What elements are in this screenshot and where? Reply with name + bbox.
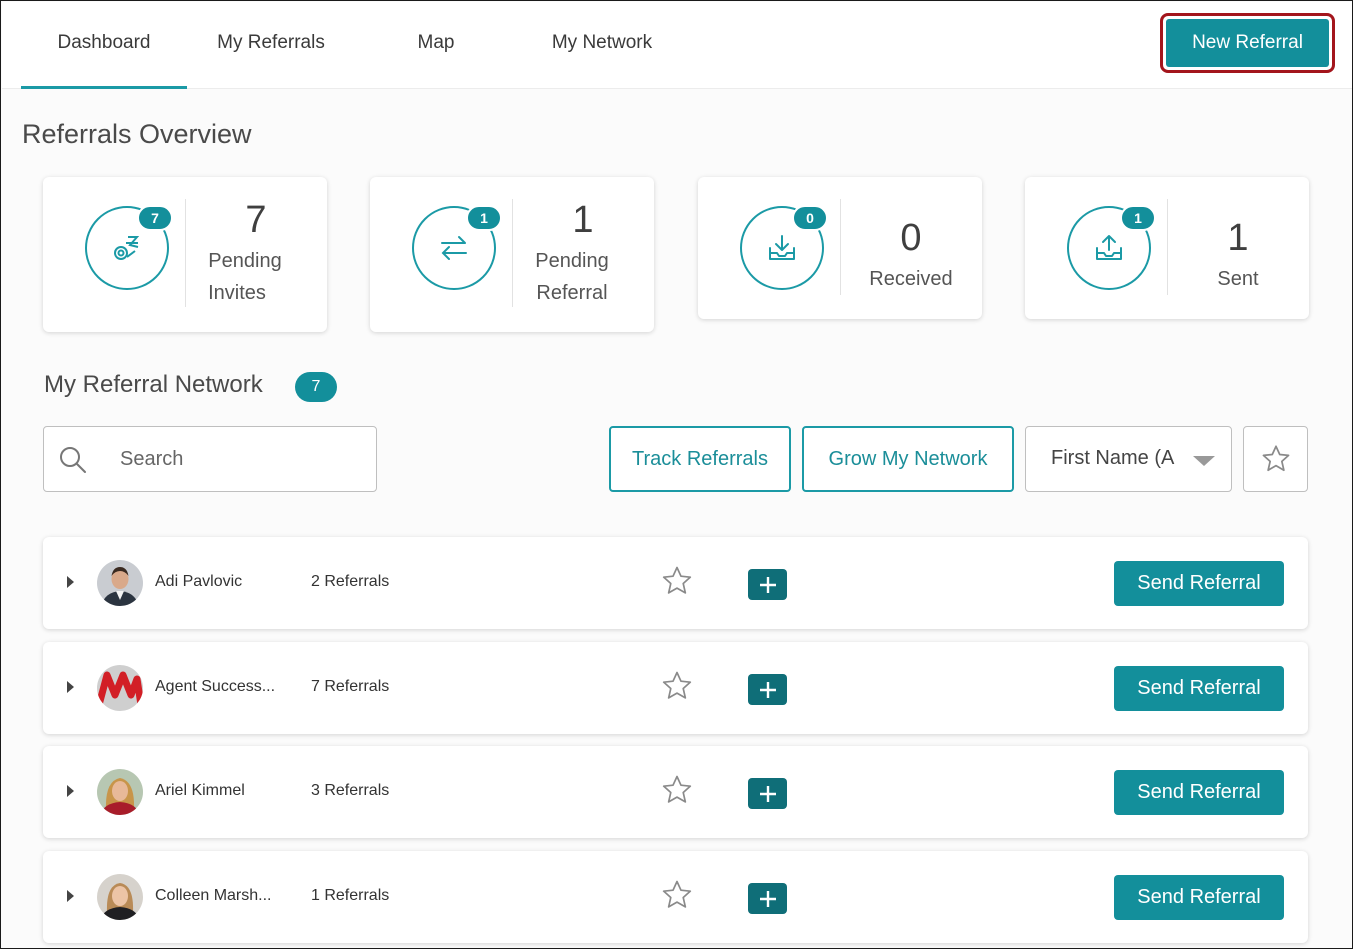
tab-my-network[interactable]: My Network: [551, 32, 653, 53]
network-row: Agent Success... 7 Referrals Send Referr…: [43, 642, 1308, 734]
inbox-download-icon: [740, 206, 824, 290]
stat-card-pending-invites[interactable]: 7 7 Pending Invites: [43, 177, 327, 332]
plus-icon: [759, 785, 776, 802]
sort-dropdown-value: First Name (A: [1051, 447, 1175, 469]
received-badge: 0: [792, 205, 828, 231]
sent-badge: 1: [1120, 205, 1156, 231]
received-count: 0: [900, 217, 922, 259]
new-referral-button[interactable]: New Referral: [1166, 19, 1329, 67]
add-button[interactable]: [748, 778, 787, 809]
avatar: [97, 665, 143, 711]
favorite-star-icon[interactable]: [659, 878, 695, 912]
tab-dashboard[interactable]: Dashboard: [21, 2, 187, 89]
sort-dropdown[interactable]: First Name (A: [1025, 426, 1232, 492]
referral-count: 3 Referrals: [311, 782, 390, 799]
contact-name[interactable]: Adi Pavlovic: [155, 573, 243, 590]
stat-card-sent[interactable]: 1 1 Sent: [1025, 177, 1309, 319]
referral-count: 1 Referrals: [311, 887, 390, 904]
expand-row-icon[interactable]: [67, 890, 74, 902]
divider: [185, 199, 186, 307]
sent-label: Sent: [1217, 268, 1259, 290]
chevron-down-icon: [1193, 456, 1215, 466]
pending-invites-count: 7: [245, 199, 267, 241]
network-row: Ariel Kimmel 3 Referrals Send Referral: [43, 746, 1308, 838]
network-title: My Referral Network: [44, 371, 263, 398]
inbox-upload-icon: [1067, 206, 1151, 290]
tab-my-referrals[interactable]: My Referrals: [217, 32, 325, 53]
divider: [840, 199, 841, 295]
contact-name[interactable]: Agent Success...: [155, 678, 276, 695]
pending-referral-badge: 1: [466, 205, 502, 231]
received-label: Received: [869, 268, 953, 290]
pending-invites-label-line2: Invites: [208, 282, 266, 304]
pending-referral-count: 1: [572, 199, 594, 241]
stat-card-pending-referral[interactable]: 1 1 Pending Referral: [370, 177, 654, 332]
send-referral-button[interactable]: Send Referral: [1114, 561, 1284, 606]
send-referral-button[interactable]: Send Referral: [1114, 875, 1284, 920]
avatar: [97, 769, 143, 815]
network-count-badge: 7: [295, 372, 337, 402]
add-button[interactable]: [748, 674, 787, 705]
divider: [512, 199, 513, 307]
handshake-icon: [85, 206, 169, 290]
stat-card-received[interactable]: 0 0 Received: [698, 177, 982, 319]
favorites-filter-button[interactable]: [1243, 426, 1308, 492]
network-row: Adi Pavlovic 2 Referrals Send Referral: [43, 537, 1308, 629]
contact-name[interactable]: Colleen Marsh...: [155, 887, 272, 904]
expand-row-icon[interactable]: [67, 576, 74, 588]
referral-count: 7 Referrals: [311, 678, 390, 695]
expand-row-icon[interactable]: [67, 681, 74, 693]
sent-count: 1: [1227, 217, 1249, 259]
favorite-star-icon[interactable]: [659, 773, 695, 807]
track-referrals-button[interactable]: Track Referrals: [609, 426, 791, 492]
new-referral-highlight: New Referral: [1160, 13, 1335, 73]
favorite-star-icon[interactable]: [659, 564, 695, 598]
page-title: Referrals Overview: [22, 119, 252, 149]
plus-icon: [759, 576, 776, 593]
top-navigation: Dashboard My Referrals Map My Network Ne…: [2, 2, 1352, 89]
referral-count: 2 Referrals: [311, 573, 390, 590]
pending-invites-badge: 7: [137, 205, 173, 231]
swap-arrows-icon: [412, 206, 496, 290]
pending-referral-label-line2: Referral: [536, 282, 608, 304]
plus-icon: [759, 681, 776, 698]
star-icon: [1262, 445, 1289, 472]
divider: [1167, 199, 1168, 295]
pending-invites-label-line1: Pending: [208, 250, 282, 272]
search-input[interactable]: [120, 439, 360, 479]
add-button[interactable]: [748, 569, 787, 600]
avatar: [97, 874, 143, 920]
favorite-star-icon[interactable]: [659, 669, 695, 703]
expand-row-icon[interactable]: [67, 785, 74, 797]
send-referral-button[interactable]: Send Referral: [1114, 770, 1284, 815]
search-icon: [60, 447, 86, 473]
network-row: Colleen Marsh... 1 Referrals Send Referr…: [43, 851, 1308, 943]
send-referral-button[interactable]: Send Referral: [1114, 666, 1284, 711]
pending-referral-label-line1: Pending: [535, 250, 609, 272]
contact-name[interactable]: Ariel Kimmel: [155, 782, 245, 799]
grow-my-network-button[interactable]: Grow My Network: [802, 426, 1014, 492]
search-box: [43, 426, 377, 492]
plus-icon: [759, 890, 776, 907]
avatar: [97, 560, 143, 606]
add-button[interactable]: [748, 883, 787, 914]
tab-map[interactable]: Map: [417, 32, 455, 53]
